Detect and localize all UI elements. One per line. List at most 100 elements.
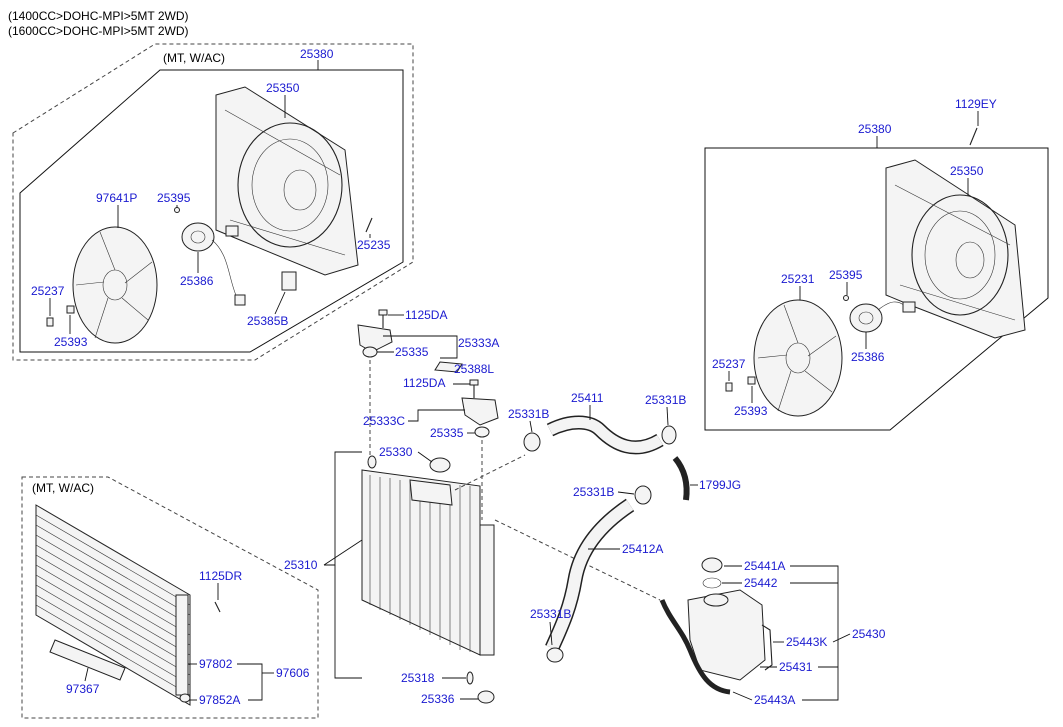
insulator-97367	[49, 639, 126, 681]
lower-hose-25412A	[546, 500, 634, 651]
left-clip-25393	[66, 305, 75, 314]
label-25393-right: 25393	[734, 404, 768, 418]
right-bolt-1129EY	[969, 127, 978, 146]
pad-25388L	[434, 361, 463, 373]
label-25350-left: 25350	[266, 81, 300, 95]
label-25412A: 25412A	[622, 542, 663, 556]
left-fan-blade	[72, 226, 158, 344]
reservoir-bracket-25443K	[761, 624, 773, 671]
right-fan-group: 1129EY 25380 25350 25231 25395 25386 252…	[704, 97, 1049, 431]
radiator-filler-neck	[409, 479, 453, 506]
label-1799JG: 1799JG	[699, 478, 741, 492]
label-25331B-2: 25331B	[645, 393, 686, 407]
label-25443K: 25443K	[786, 635, 827, 649]
left-connector-25385B	[281, 271, 297, 291]
label-25443A: 25443A	[754, 693, 795, 707]
label-25333C: 25333C	[363, 414, 405, 428]
label-25395-right: 25395	[829, 268, 863, 282]
label-1125DA-top: 1125DA	[405, 308, 447, 322]
reservoir-group: 25441A 25442 25443K 25430 25431 25443A	[659, 557, 886, 707]
label-25331B-4: 25331B	[530, 607, 571, 621]
insulator-25335-mid	[474, 426, 490, 438]
clamp-25331B-2	[661, 425, 677, 445]
right-fan-blade	[753, 299, 843, 417]
left-fan-motor	[181, 222, 246, 306]
label-25430: 25430	[852, 627, 886, 641]
label-25411: 25411	[571, 391, 604, 405]
label-25431: 25431	[779, 660, 813, 674]
label-25441A: 25441A	[744, 559, 785, 573]
label-97802: 97802	[199, 657, 233, 671]
label-25231: 25231	[781, 272, 815, 286]
label-1125DR: 1125DR	[199, 569, 242, 583]
label-25380-right: 25380	[858, 122, 892, 136]
label-25386-left: 25386	[180, 274, 214, 288]
label-25331B-1: 25331B	[508, 407, 549, 421]
clamp-25331B-1	[523, 432, 541, 452]
radiator-mount-pin	[367, 455, 377, 469]
reservoir-cap-25441A	[701, 557, 723, 573]
drain-plug-25318	[466, 671, 474, 685]
bracket-25333A	[357, 324, 393, 353]
clip-1799JG	[672, 456, 690, 501]
reservoir-seal-25442	[702, 577, 722, 589]
label-25395-left: 25395	[157, 191, 191, 205]
reservoir-tank-25431	[687, 589, 766, 681]
label-1129EY: 1129EY	[955, 97, 997, 111]
reservoir-hose-25443A	[659, 599, 731, 695]
receiver-drier-97802	[175, 594, 189, 696]
radiator-top-hardware: 1125DA 25333A 25335 25388L 1125DA 25333C…	[357, 308, 499, 520]
label-25318: 25318	[401, 671, 435, 685]
right-nut-25237	[725, 382, 733, 392]
label-25237-left: 25237	[31, 284, 65, 298]
header-line-2: (1600CC>DOHC-MPI>5MT 2WD)	[8, 24, 188, 38]
label-25336: 25336	[421, 692, 455, 706]
hoses: 25331B 25411 25331B 1799JG 25331B 25412A…	[508, 391, 741, 663]
condenser-group: (MT, W/AC) 1125DR 97802 97606 97367 9785…	[21, 476, 319, 719]
label-25331B-3: 25331B	[573, 485, 614, 499]
label-25385B: 25385B	[247, 314, 288, 328]
radiator-side-tank	[479, 524, 495, 656]
left-fan-shroud	[215, 86, 359, 276]
label-25350-right: 25350	[950, 164, 984, 178]
label-25386-right: 25386	[851, 350, 885, 364]
condenser-group-title: (MT, W/AC)	[32, 481, 94, 495]
radiator: 25330 25310 25318 25336	[284, 445, 661, 706]
label-25380-left: 25380	[300, 47, 334, 61]
left-screw-25395	[174, 207, 180, 213]
header-line-1: (1400CC>DOHC-MPI>5MT 2WD)	[8, 9, 188, 23]
insulator-25336	[477, 690, 495, 704]
label-25393-left: 25393	[54, 335, 88, 349]
right-clip-25393	[747, 376, 756, 385]
label-25335-top: 25335	[395, 345, 429, 359]
label-25388L: 25388L	[454, 362, 494, 376]
label-25335-mid: 25335	[430, 426, 464, 440]
clamp-25331B-4	[546, 647, 564, 663]
left-fan-group: (MT, W/AC)	[12, 43, 414, 361]
label-97852A: 97852A	[199, 693, 240, 707]
condenser-core	[35, 504, 191, 706]
label-25237-right: 25237	[712, 357, 746, 371]
label-25310: 25310	[284, 558, 318, 572]
label-1125DA-mid: 1125DA	[403, 376, 445, 390]
label-97606: 97606	[276, 666, 310, 680]
left-fan-group-title: (MT, W/AC)	[163, 51, 225, 65]
label-25442: 25442	[744, 576, 778, 590]
label-25333A: 25333A	[458, 336, 499, 350]
right-screw-25395	[843, 295, 849, 301]
label-97641P: 97641P	[96, 191, 137, 205]
left-nut-25237	[46, 317, 54, 327]
cap-97852A	[179, 693, 191, 703]
right-fan-motor	[849, 301, 916, 333]
label-25235: 25235	[357, 238, 391, 252]
right-fan-shroud	[885, 159, 1026, 339]
upper-hose-25411	[547, 417, 663, 453]
left-bolt-25235	[365, 217, 373, 233]
bracket-25333C	[461, 397, 499, 426]
radiator-cap-25330	[429, 457, 451, 473]
clamp-25331B-3	[634, 485, 652, 505]
bolt-1125DR	[214, 601, 221, 613]
insulator-25335-top	[362, 346, 378, 358]
label-97367: 97367	[66, 682, 100, 696]
